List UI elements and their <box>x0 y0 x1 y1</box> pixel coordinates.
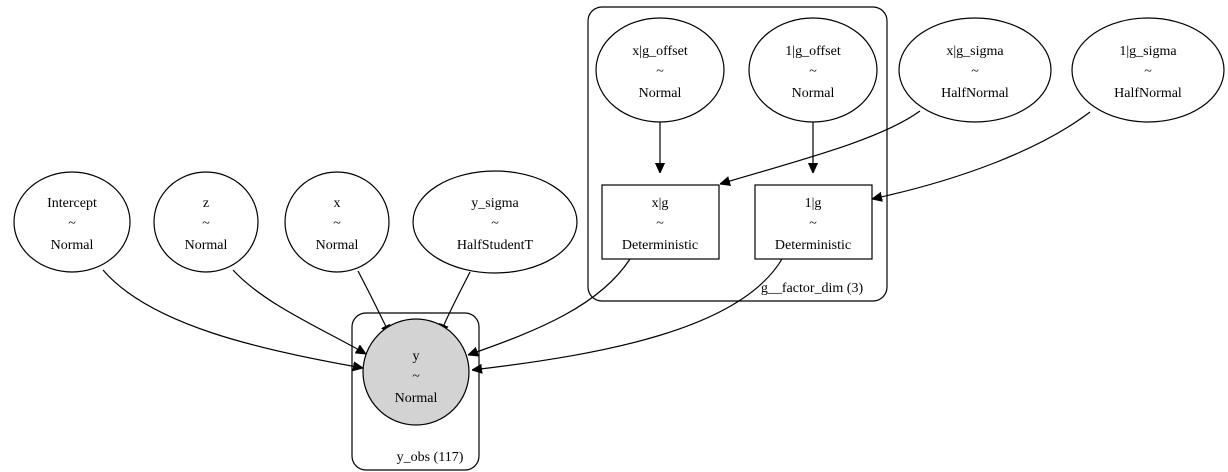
plate-factor-dim: g__factor_dim (3) <box>587 6 888 302</box>
node-1g-offset[interactable]: 1|g_offset ~ Normal <box>748 17 878 123</box>
node-xg-offset-ellipse <box>595 17 725 123</box>
node-y-sigma-tilde: ~ <box>491 216 499 231</box>
node-y-tilde: ~ <box>412 369 420 384</box>
node-xg-sigma-tilde: ~ <box>971 64 979 79</box>
node-xg-tilde: ~ <box>656 216 664 231</box>
node-xg-offset-tilde: ~ <box>656 64 664 79</box>
node-y-circle <box>362 318 470 426</box>
node-intercept-name: Intercept <box>47 196 97 211</box>
node-x[interactable]: x ~ Normal <box>284 171 390 273</box>
node-1g-sigma-name: 1|g_sigma <box>1119 44 1177 59</box>
node-xg-sigma[interactable]: x|g_sigma ~ HalfNormal <box>898 17 1052 123</box>
node-z[interactable]: z ~ Normal <box>153 171 259 273</box>
node-intercept[interactable]: Intercept ~ Normal <box>13 171 131 273</box>
node-y[interactable]: y ~ Normal <box>362 318 470 426</box>
node-y-name: y <box>413 349 420 364</box>
node-1g-offset-name: 1|g_offset <box>785 44 841 59</box>
edge-z-to-y <box>232 269 366 354</box>
node-1g-sigma-ellipse <box>1071 17 1225 123</box>
node-1g-name: 1|g <box>805 196 822 211</box>
node-y-dist: Normal <box>395 391 438 406</box>
edge-1g-sigma-to-1g <box>872 111 1091 199</box>
node-1g-dist: Deterministic <box>775 238 851 253</box>
edge-intercept-to-y <box>102 269 363 368</box>
node-xg-box <box>601 184 720 260</box>
node-1g-offset-ellipse <box>748 17 878 123</box>
node-1g[interactable]: 1|g ~ Deterministic <box>754 184 873 260</box>
node-xg[interactable]: x|g ~ Deterministic <box>601 184 720 260</box>
edge-xg-to-y <box>468 258 631 355</box>
node-1g-sigma[interactable]: 1|g_sigma ~ HalfNormal <box>1071 17 1225 123</box>
node-xg-offset[interactable]: x|g_offset ~ Normal <box>595 17 725 123</box>
edge-x-to-y <box>357 270 391 335</box>
node-1g-tilde: ~ <box>809 216 817 231</box>
plate-factor-dim-label: g__factor_dim (3) <box>761 281 864 296</box>
node-intercept-tilde: ~ <box>68 216 76 231</box>
node-intercept-ellipse <box>13 171 131 273</box>
node-y-sigma-dist: HalfStudentT <box>457 238 534 253</box>
node-z-dist: Normal <box>185 238 228 253</box>
node-x-ellipse <box>284 171 390 273</box>
plate-y-obs: y_obs (117) <box>351 312 480 471</box>
node-xg-offset-dist: Normal <box>639 86 682 101</box>
node-intercept-dist: Normal <box>51 238 94 253</box>
node-y-sigma-ellipse <box>412 170 578 274</box>
edge-xg-sigma-to-xg <box>720 110 921 184</box>
node-z-ellipse <box>153 171 259 273</box>
node-1g-offset-tilde: ~ <box>809 64 817 79</box>
node-1g-box <box>754 184 873 260</box>
node-1g-sigma-tilde: ~ <box>1144 64 1152 79</box>
node-x-tilde: ~ <box>333 216 341 231</box>
node-xg-sigma-name: x|g_sigma <box>946 44 1004 59</box>
node-xg-sigma-ellipse <box>898 17 1052 123</box>
node-z-tilde: ~ <box>202 216 210 231</box>
node-z-name: z <box>203 196 209 211</box>
node-x-dist: Normal <box>316 238 359 253</box>
node-y-sigma[interactable]: y_sigma ~ HalfStudentT <box>412 170 578 274</box>
node-xg-sigma-dist: HalfNormal <box>941 86 1009 101</box>
plate-y-obs-label: y_obs (117) <box>397 450 464 465</box>
node-1g-offset-dist: Normal <box>792 86 835 101</box>
node-xg-offset-name: x|g_offset <box>632 44 688 59</box>
node-y-sigma-name: y_sigma <box>471 196 519 211</box>
node-1g-sigma-dist: HalfNormal <box>1114 86 1182 101</box>
node-xg-dist: Deterministic <box>622 238 698 253</box>
edge-1g-to-y <box>472 258 783 370</box>
node-x-name: x <box>334 196 341 211</box>
node-xg-name: x|g <box>652 196 669 211</box>
edge-y-sigma-to-y <box>440 271 471 334</box>
